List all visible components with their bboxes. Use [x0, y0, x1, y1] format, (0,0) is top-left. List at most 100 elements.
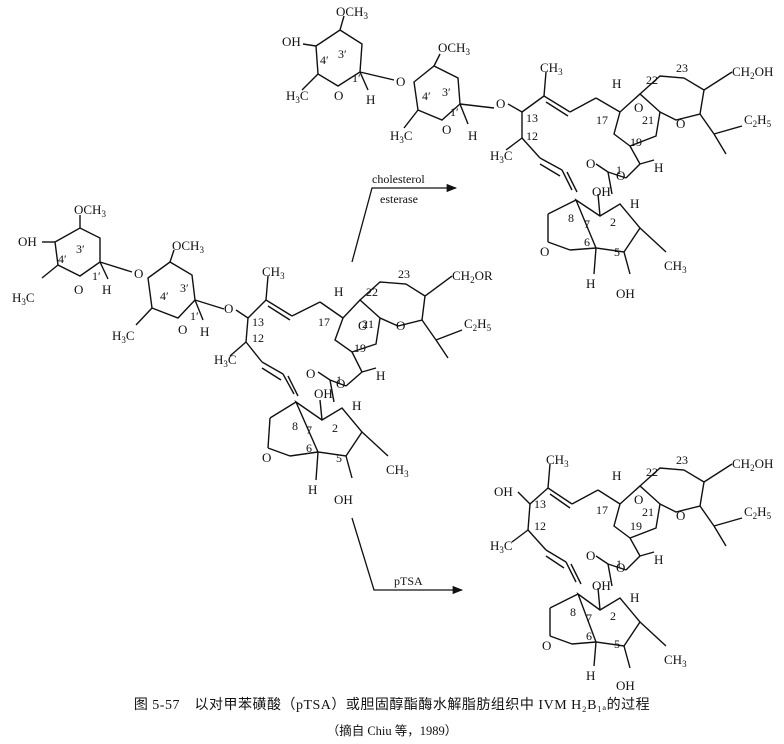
svg-text:OH: OH: [314, 386, 333, 401]
svg-text:22: 22: [646, 73, 658, 87]
svg-text:1′: 1′: [92, 269, 101, 283]
svg-text:O: O: [634, 492, 643, 507]
svg-text:H3C: H3C: [214, 352, 237, 369]
svg-text:6: 6: [586, 629, 592, 643]
atom-labels-c: OH CH3 H3C H O O CH2OH C2H5 H O O OH H O…: [490, 452, 773, 693]
svg-text:1: 1: [336, 373, 342, 387]
svg-text:17: 17: [318, 315, 330, 329]
svg-text:O: O: [396, 74, 405, 89]
svg-text:C2H5: C2H5: [464, 316, 492, 333]
svg-text:O: O: [586, 548, 595, 563]
svg-text:O: O: [542, 638, 551, 653]
svg-text:4′: 4′: [160, 289, 169, 303]
svg-text:OH: OH: [334, 492, 353, 507]
svg-text:H: H: [630, 590, 639, 605]
svg-text:OH: OH: [494, 484, 513, 499]
svg-text:3′: 3′: [180, 281, 189, 295]
svg-text:H: H: [654, 552, 663, 567]
svg-text:22: 22: [646, 465, 658, 479]
svg-text:H3C: H3C: [112, 328, 135, 345]
svg-text:OH: OH: [592, 184, 611, 199]
locant-labels-b: 3′ 4′ 1′ 3′ 4′ 1′ 13 12 17 22 23 21 19 1…: [320, 47, 688, 259]
locant-labels-c: 13 12 17 22 23 21 19 1 2 8 7 6 5: [534, 453, 688, 651]
svg-text:CH2OH: CH2OH: [732, 64, 773, 81]
svg-text:O: O: [336, 376, 345, 391]
svg-text:OCH3: OCH3: [438, 40, 470, 57]
svg-text:H3C: H3C: [12, 290, 35, 307]
svg-text:7: 7: [584, 217, 590, 231]
svg-text:O: O: [134, 266, 143, 281]
svg-text:19: 19: [630, 135, 642, 149]
svg-text:23: 23: [676, 453, 688, 467]
svg-text:4′: 4′: [422, 89, 431, 103]
svg-text:O: O: [634, 100, 643, 115]
svg-text:C2H5: C2H5: [744, 504, 772, 521]
svg-text:21: 21: [642, 113, 654, 127]
svg-text:13: 13: [526, 111, 538, 125]
svg-text:5: 5: [614, 245, 620, 259]
svg-text:8: 8: [292, 419, 298, 433]
svg-text:CH3: CH3: [664, 258, 687, 275]
svg-text:O: O: [616, 168, 625, 183]
svg-text:OCH3: OCH3: [336, 4, 368, 21]
svg-text:21: 21: [362, 317, 374, 331]
arrow-to-bottom-product: [351, 517, 464, 595]
svg-text:OCH3: OCH3: [172, 238, 204, 255]
svg-text:2: 2: [610, 609, 616, 623]
svg-text:4′: 4′: [320, 53, 329, 67]
svg-text:H: H: [200, 324, 209, 339]
svg-text:13: 13: [534, 497, 546, 511]
atom-labels-b: OCH3 OH H3C O H O OCH3 O H3C H O CH3 H3C…: [282, 4, 773, 301]
svg-text:23: 23: [676, 61, 688, 75]
reagent-esterase: esterase: [380, 192, 418, 206]
svg-text:H: H: [468, 128, 477, 143]
svg-text:3′: 3′: [442, 85, 451, 99]
svg-text:1: 1: [616, 163, 622, 177]
svg-text:OH: OH: [282, 34, 301, 49]
svg-text:23: 23: [398, 267, 410, 281]
svg-text:C2H5: C2H5: [744, 112, 772, 129]
reaction-arrows: [351, 183, 464, 595]
svg-text:5: 5: [336, 451, 342, 465]
svg-text:H: H: [654, 160, 663, 175]
svg-text:CH3: CH3: [262, 264, 285, 281]
svg-text:O: O: [178, 322, 187, 337]
svg-text:O: O: [262, 450, 271, 465]
svg-text:O: O: [540, 244, 549, 259]
structure-ivm-ester: [41, 215, 463, 481]
svg-text:O: O: [586, 156, 595, 171]
structure-ivm-aglycone-bottom: [511, 463, 743, 669]
svg-text:19: 19: [354, 341, 366, 355]
svg-text:1′: 1′: [352, 71, 361, 85]
figure-caption: 图 5-57 以对甲苯磺酸（pTSA）或胆固醇酯酶水解脂肪组织中 IVM H₂B…: [133, 698, 651, 713]
svg-text:CH2OR: CH2OR: [452, 268, 493, 285]
svg-text:19: 19: [630, 519, 642, 533]
svg-text:H: H: [334, 284, 343, 299]
svg-text:H3C: H3C: [390, 128, 413, 145]
svg-text:17: 17: [596, 113, 608, 127]
svg-text:O: O: [74, 282, 83, 297]
svg-text:2: 2: [332, 421, 338, 435]
svg-text:O: O: [676, 508, 685, 523]
svg-text:OCH3: OCH3: [74, 202, 106, 219]
svg-text:H: H: [586, 668, 595, 683]
svg-text:CH3: CH3: [546, 452, 569, 469]
svg-text:8: 8: [570, 605, 576, 619]
svg-text:O: O: [496, 96, 505, 111]
svg-text:H: H: [586, 276, 595, 291]
svg-text:8: 8: [568, 211, 574, 225]
svg-text:O: O: [442, 122, 451, 137]
svg-text:OH: OH: [616, 678, 635, 693]
svg-text:12: 12: [526, 129, 538, 143]
svg-text:H: H: [102, 282, 111, 297]
svg-text:22: 22: [366, 285, 378, 299]
svg-text:H: H: [352, 398, 361, 413]
svg-text:CH3: CH3: [386, 462, 409, 479]
svg-text:1: 1: [616, 557, 622, 571]
svg-text:H: H: [612, 76, 621, 91]
svg-text:H3C: H3C: [490, 538, 513, 555]
svg-text:H3C: H3C: [286, 88, 309, 105]
svg-text:3′: 3′: [338, 47, 347, 61]
atom-labels-a: OCH3 OH H3C O H O OCH3 O H3C H O CH3 H3C…: [12, 202, 493, 507]
svg-text:OH: OH: [592, 578, 611, 593]
